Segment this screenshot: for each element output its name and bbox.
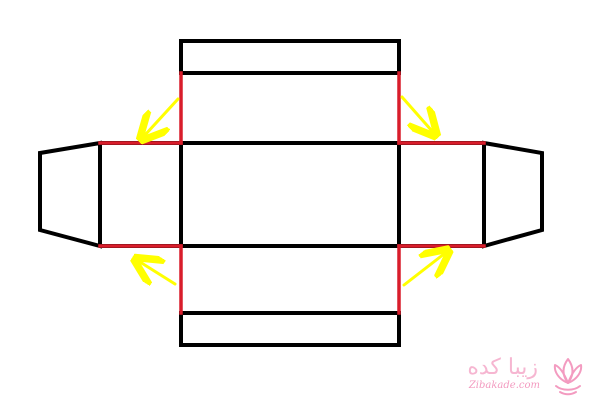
top-flap-panel	[179, 39, 401, 75]
black-outline-panels	[38, 39, 544, 347]
top-right-fold-arrow	[400, 95, 432, 131]
fold-arrows	[140, 95, 444, 287]
right-trapezoid-flap	[482, 140, 544, 249]
bottom-right-fold-arrow	[402, 254, 444, 287]
center-panel	[179, 141, 401, 248]
top-left-fold-arrow	[145, 97, 180, 135]
red-cut-lines	[98, 71, 486, 315]
bottom-left-fold-arrow	[140, 262, 177, 284]
left-trapezoid-flap	[38, 140, 102, 249]
bottom-flap-panel	[179, 311, 401, 347]
